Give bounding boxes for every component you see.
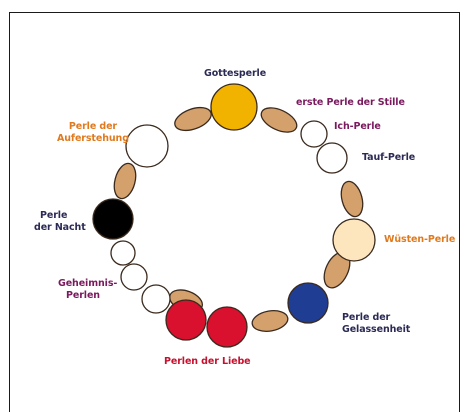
- label-perle-der-auferstehung: Perle der Auferstehung: [57, 121, 129, 145]
- label-wuesten-perle: Wüsten-Perle: [384, 234, 455, 246]
- label-erste-perle-der-stille: erste Perle der Stille: [296, 97, 405, 109]
- spacer-bead-2: [258, 103, 301, 137]
- geheimnis-bead-2: [121, 264, 147, 290]
- spacer-bead-1: [172, 103, 215, 135]
- label-geheimnis-line-1: Geheimnis-: [58, 278, 117, 290]
- label-geheimnis-perlen: Geheimnis- Perlen: [58, 278, 117, 302]
- label-gelassenheit-line-2: Gelassenheit: [342, 324, 410, 336]
- geheimnis-bead-1: [142, 285, 170, 313]
- liebe-bead-2: [166, 300, 206, 340]
- auferstehung-bead: [126, 125, 168, 167]
- geheimnis-bead-3: [111, 241, 135, 265]
- gelassenheit-bead: [288, 283, 328, 323]
- label-perle-der-nacht: Perle der Nacht: [34, 210, 86, 234]
- label-gelassenheit-line-1: Perle der: [342, 312, 410, 324]
- label-perlen-der-liebe: Perlen der Liebe: [164, 356, 251, 368]
- spacer-bead-7: [111, 161, 140, 201]
- wuesten-perle-bead: [333, 219, 375, 261]
- label-geheimnis-line-2: Perlen: [58, 290, 117, 302]
- label-gottesperle: Gottesperle: [204, 68, 266, 80]
- label-tauf-perle: Tauf-Perle: [362, 152, 415, 164]
- spacer-bead-3: [338, 179, 367, 219]
- label-nacht-line-1: Perle: [34, 210, 86, 222]
- tauf-perle-bead: [317, 143, 347, 173]
- label-perle-der-gelassenheit: Perle der Gelassenheit: [342, 312, 410, 336]
- label-auferstehung-line-1: Perle der: [57, 121, 129, 133]
- spacer-bead-5: [251, 308, 290, 334]
- liebe-bead-1: [207, 307, 247, 347]
- label-ich-perle: Ich-Perle: [334, 121, 381, 133]
- label-auferstehung-line-2: Auferstehung: [57, 133, 129, 145]
- label-nacht-line-2: der Nacht: [34, 222, 86, 234]
- gottesperle-bead: [211, 84, 257, 130]
- nacht-bead: [93, 199, 133, 239]
- ich-perle-bead: [301, 121, 327, 147]
